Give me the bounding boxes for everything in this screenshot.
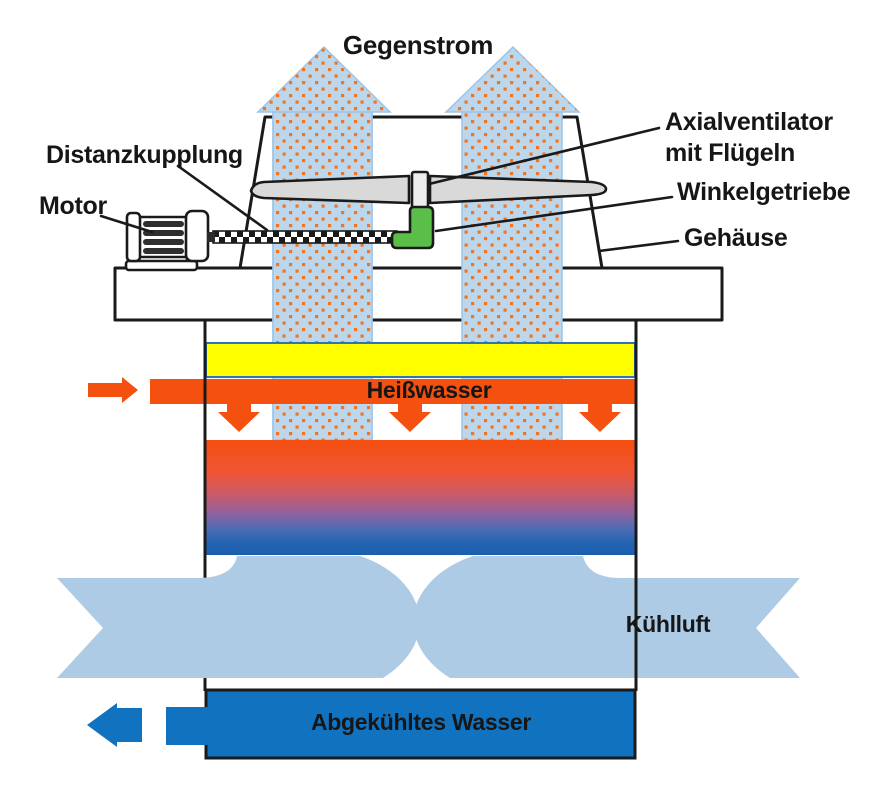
fan-leader-line — [427, 126, 661, 186]
label-cooling-air: Kühlluft — [625, 611, 711, 637]
distribution-band — [205, 342, 636, 378]
label-angle-gearbox: Winkelgetriebe — [677, 178, 851, 206]
hot-water-pipe — [150, 379, 636, 404]
motor-fins — [143, 221, 184, 254]
label-housing: Gehäuse — [684, 224, 788, 252]
label-counterflow: Gegenstrom — [342, 30, 494, 60]
cooled-water-basin — [204, 688, 637, 760]
label-axial-fan-line2: mit Flügeln — [665, 139, 796, 167]
housing-leader-line — [597, 239, 680, 253]
label-distance-coupling: Distanzkupplung — [46, 141, 243, 169]
heat-exchange-fill — [206, 440, 635, 555]
motor-drawing — [124, 209, 215, 272]
hot-water-inlet-arrow-icon — [88, 377, 138, 403]
axial-fan — [249, 170, 608, 212]
cooled-water-outlet-arrow-icon — [87, 703, 142, 747]
cooled-water-outlet-stub — [166, 707, 208, 745]
spray-arrows — [218, 403, 621, 432]
cooling-air-ribbon-left — [57, 556, 420, 678]
distance-coupling-shaft — [212, 230, 398, 244]
cooling-air-ribbon-right — [413, 556, 800, 678]
leader-lines — [99, 126, 680, 253]
angle-gearbox-shape — [390, 205, 435, 250]
coupling-leader-line — [176, 164, 269, 232]
fan-blade-right — [428, 174, 608, 205]
gearbox-leader-line — [434, 195, 674, 233]
fan-hub — [410, 170, 430, 212]
platform — [113, 266, 724, 322]
label-cooled-water: Abgekühltes Wasser — [311, 709, 531, 735]
label-hot-water: Heißwasser — [366, 377, 492, 403]
motor-leader-line — [99, 214, 154, 234]
label-axial-fan-line1: Axialventilator — [665, 108, 833, 136]
fan-blade-left — [249, 174, 411, 205]
label-motor: Motor — [39, 192, 107, 220]
